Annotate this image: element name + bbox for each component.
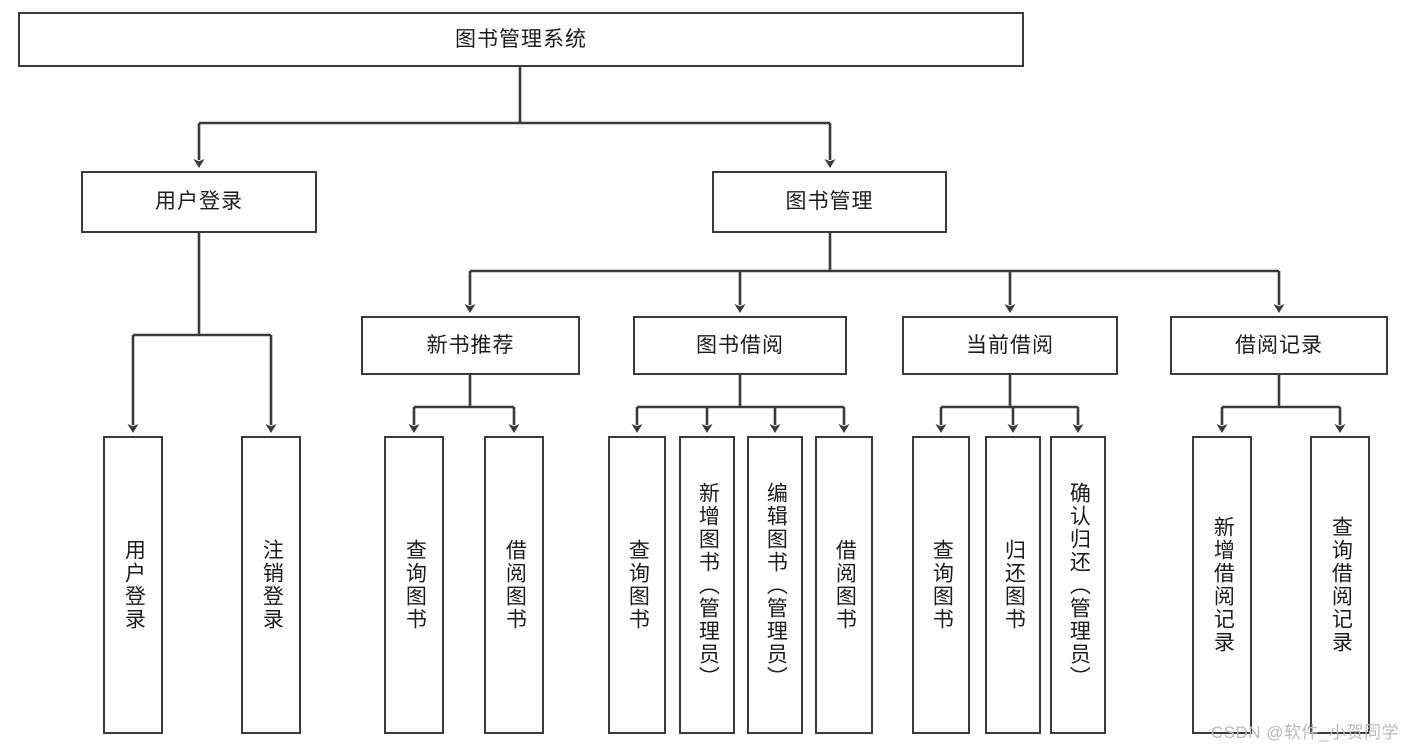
new-book-rec-label: 新书推荐	[426, 333, 515, 357]
book-manage-label: 图书管理	[785, 190, 874, 214]
leaf-borrow-book-rec[interactable]: 借阅图书	[484, 436, 544, 734]
csdn-watermark: CSDN @软件_小贺同学	[1210, 723, 1399, 742]
new-book-rec[interactable]: 新书推荐	[361, 316, 580, 375]
book-borrow[interactable]: 图书借阅	[633, 316, 847, 375]
user-login[interactable]: 用户登录	[81, 171, 317, 233]
leaf-add-borrow-record-label: 新增借阅记录	[1211, 516, 1235, 654]
leaf-borrow-book-bb[interactable]: 借阅图书	[815, 436, 873, 734]
leaf-edit-book-admin[interactable]: 编辑图书（管理员）	[747, 436, 803, 734]
leaf-query-book-bb[interactable]: 查询图书	[608, 436, 666, 734]
leaf-add-borrow-record[interactable]: 新增借阅记录	[1192, 436, 1252, 734]
root-label: 图书管理系统	[455, 27, 587, 51]
leaf-add-book-admin[interactable]: 新增图书（管理员）	[679, 436, 735, 734]
leaf-user-login-label: 用户登录	[122, 539, 146, 631]
current-borrow-label: 当前借阅	[966, 333, 1054, 357]
leaf-confirm-return-admin-label: 确认归还（管理员）	[1067, 481, 1091, 689]
leaf-borrow-book-bb-label: 借阅图书	[833, 539, 857, 631]
leaf-query-book-cb-label: 查询图书	[930, 539, 954, 631]
leaf-add-book-admin-label: 新增图书（管理员）	[696, 481, 720, 689]
leaf-query-book-rec-label: 查询图书	[403, 539, 427, 631]
leaf-user-login[interactable]: 用户登录	[103, 436, 163, 734]
user-login-label: 用户登录	[155, 190, 243, 214]
leaf-borrow-book-rec-label: 借阅图书	[503, 539, 527, 631]
current-borrow[interactable]: 当前借阅	[902, 316, 1118, 375]
root[interactable]: 图书管理系统	[18, 12, 1024, 67]
leaf-user-logout-label: 注销登录	[260, 539, 284, 631]
book-borrow-label: 图书借阅	[696, 333, 784, 357]
leaf-confirm-return-admin[interactable]: 确认归还（管理员）	[1050, 436, 1106, 734]
leaf-query-book-cb[interactable]: 查询图书	[912, 436, 970, 734]
book-manage[interactable]: 图书管理	[712, 171, 947, 233]
leaf-query-borrow-record-label: 查询借阅记录	[1329, 516, 1353, 654]
borrow-record-label: 借阅记录	[1235, 333, 1323, 357]
leaf-query-book-rec[interactable]: 查询图书	[384, 436, 444, 734]
leaf-query-borrow-record[interactable]: 查询借阅记录	[1310, 436, 1370, 734]
leaf-edit-book-admin-label: 编辑图书（管理员）	[764, 481, 788, 689]
leaf-return-book-label: 归还图书	[1002, 539, 1026, 631]
borrow-record[interactable]: 借阅记录	[1170, 316, 1388, 375]
leaf-user-logout[interactable]: 注销登录	[241, 436, 301, 734]
leaf-query-book-bb-label: 查询图书	[626, 539, 650, 631]
leaf-return-book[interactable]: 归还图书	[985, 436, 1041, 734]
